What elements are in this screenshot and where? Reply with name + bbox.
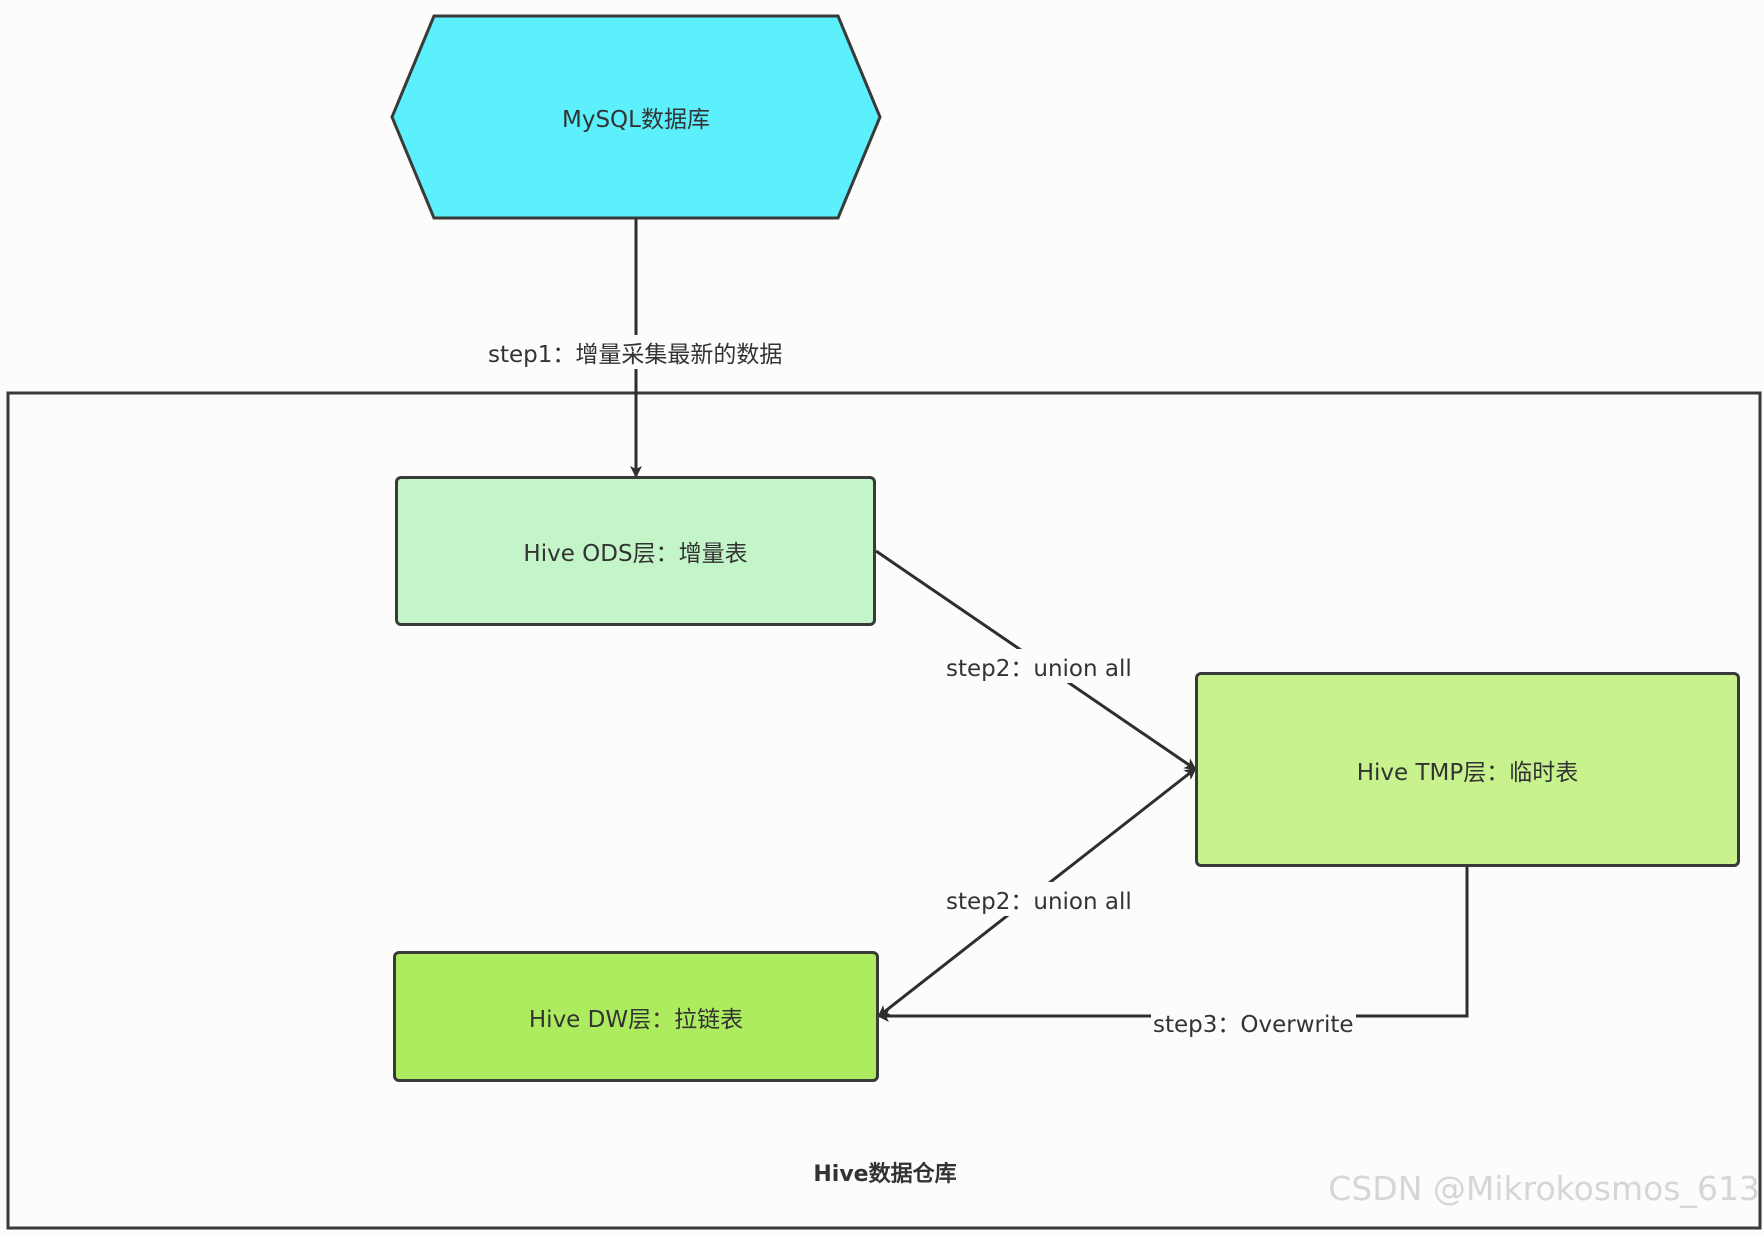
mysql-node-label: MySQL数据库 — [562, 107, 710, 133]
edge-step3 — [877, 867, 1469, 1022]
mysql-node-shape[interactable] — [390, 14, 882, 220]
mysql-node[interactable]: MySQL数据库 — [392, 16, 880, 218]
hive-dw-node-label: Hive DW层：拉链表 — [528, 1006, 744, 1033]
edge-label-step1: step1：增量采集最新的数据 — [486, 335, 785, 369]
edge-label-step2-dw-tmp: step2：union all — [944, 882, 1134, 916]
watermark: CSDN @Mikrokosmos_613 — [1328, 1169, 1760, 1208]
edge-label-step3: step3：Overwrite — [1151, 1005, 1356, 1039]
hive-dw-node[interactable]: Hive DW层：拉链表 — [393, 951, 879, 1082]
hive-ods-node-label: Hive ODS层：增量表 — [523, 541, 748, 567]
hive-tmp-node-label: Hive TMP层：临时表 — [1356, 759, 1579, 786]
hive-warehouse-label: Hive数据仓库 — [813, 1162, 957, 1187]
hive-ods-node[interactable]: Hive ODS层：增量表 — [395, 476, 876, 626]
hive-warehouse-container — [6, 391, 1762, 1230]
hive-tmp-node[interactable]: Hive TMP层：临时表 — [1195, 672, 1740, 867]
edge-label-step2-ods-tmp: step2：union all — [944, 649, 1134, 683]
